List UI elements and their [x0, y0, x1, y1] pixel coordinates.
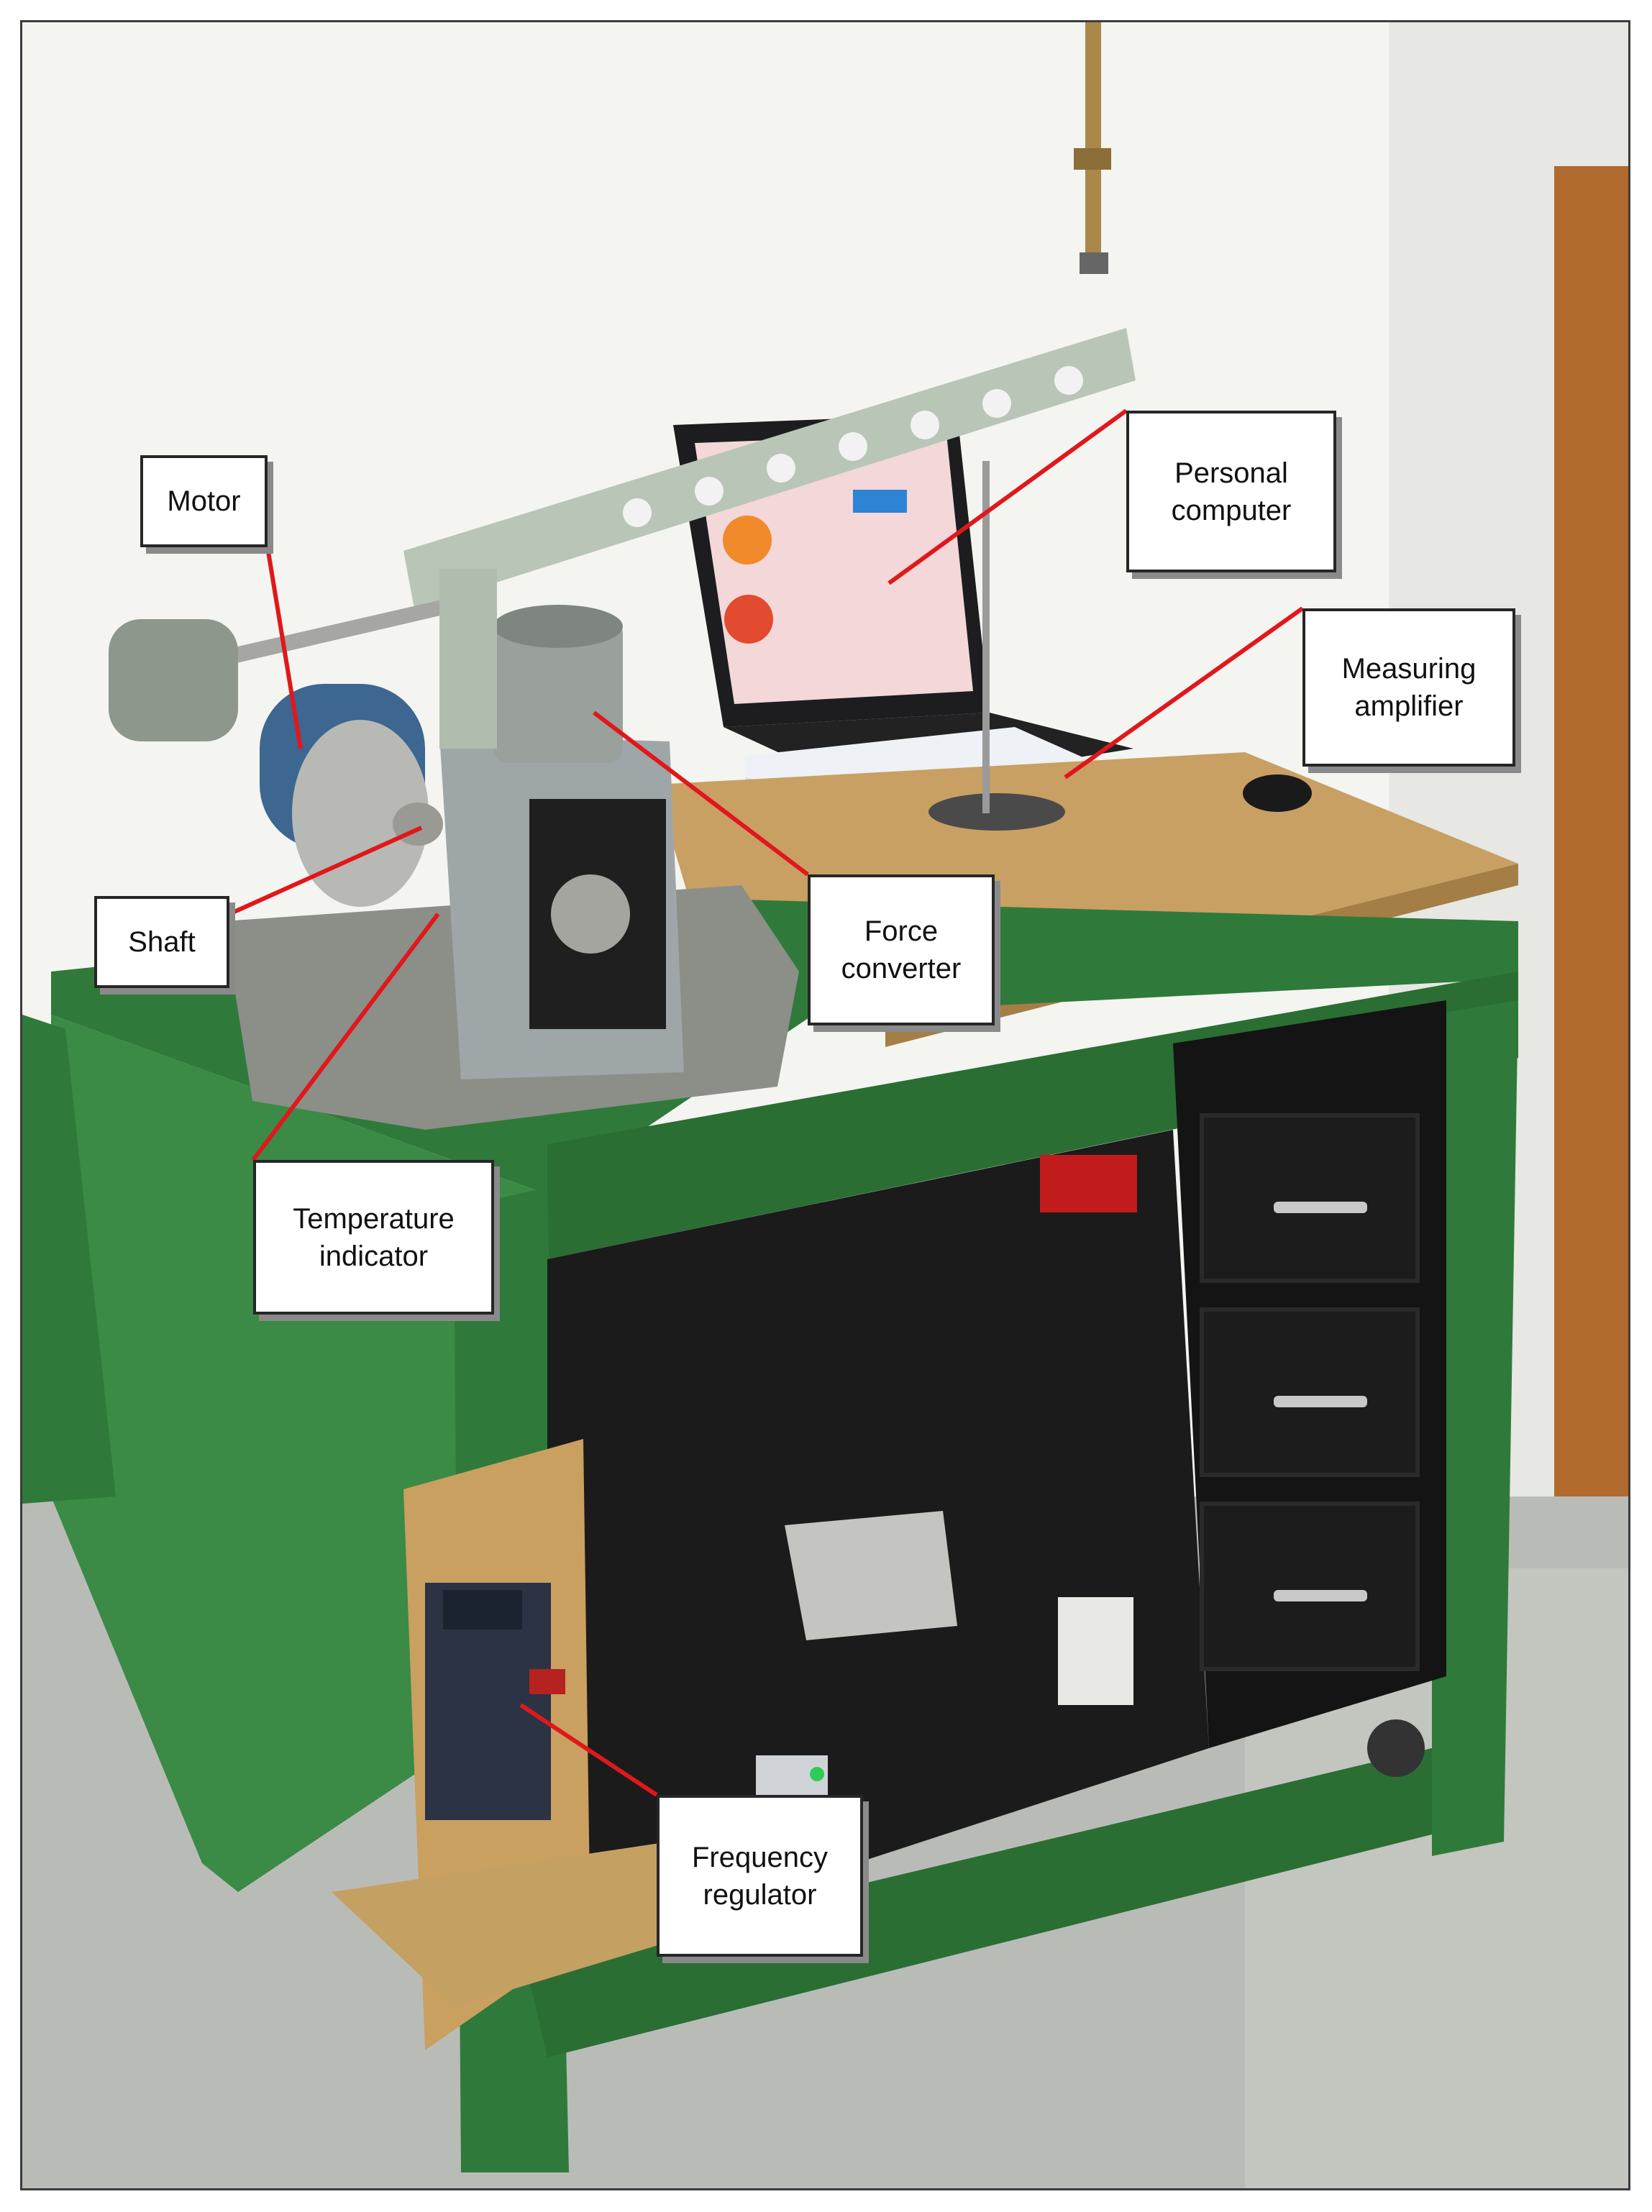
cart-left-frame [22, 1015, 116, 1504]
screen-gauge-2 [724, 595, 773, 644]
white-box [1058, 1597, 1133, 1705]
regulator-base [332, 1842, 691, 2007]
drawer-handle-3 [1274, 1590, 1367, 1601]
beam-hole [623, 498, 652, 527]
cylinder-top [493, 605, 623, 648]
screen-bar [853, 490, 907, 513]
pipe-clamp [1074, 148, 1111, 170]
motor-label-text: Motor [167, 485, 241, 517]
temperature-indicator-label: Temperature indicator [253, 1160, 494, 1315]
lever-post [439, 569, 497, 749]
regulator-fan [443, 1590, 522, 1630]
beam-hole [767, 454, 795, 483]
power-supply [785, 1511, 957, 1640]
regulator-display [529, 1669, 565, 1694]
stand-rod [982, 461, 990, 813]
drawer-handle-2 [1274, 1396, 1367, 1407]
temperature-indicator-label-text: Temperature indicator [293, 1202, 455, 1272]
wall-pipe [1085, 22, 1101, 260]
motor-label: Motor [140, 455, 268, 547]
cart-bottom-rail [526, 1748, 1432, 2057]
drawer-2 [1200, 1307, 1420, 1477]
motor-flange [292, 720, 429, 907]
frequency-regulator-label-text: Frequency regulator [692, 1841, 828, 1911]
force-converter-label-text: Force converter [841, 915, 962, 984]
force-converter-leader-line [593, 710, 809, 877]
pipe-bracket [1080, 252, 1108, 274]
leader-lines [228, 408, 1304, 1797]
drawer-3 [1200, 1502, 1420, 1671]
caster-wheel [1367, 1719, 1425, 1777]
personal-computer-label: Personal computer [1126, 411, 1336, 572]
housing-bearing [551, 874, 630, 954]
beam-hole [1054, 366, 1083, 395]
personal-computer-leader-line [887, 408, 1128, 585]
measuring-amplifier-label: Measuring amplifier [1302, 608, 1515, 767]
red-connector [1040, 1155, 1137, 1212]
drawer-1 [1200, 1113, 1420, 1283]
stand-base [928, 793, 1065, 831]
counterweight [109, 619, 238, 741]
beam-hole [695, 477, 724, 506]
frequency-regulator-leader-line [519, 1703, 658, 1797]
measuring-amplifier-label-text: Measuring amplifier [1341, 653, 1477, 722]
cart-front-leg-right [1432, 1000, 1518, 1856]
shaft-label: Shaft [94, 896, 229, 988]
door-frame [1554, 166, 1628, 1532]
drawer-handle-1 [1274, 1202, 1367, 1213]
beam-hole [839, 432, 867, 461]
photo-frame: Motor Personal computer Measuring amplif… [20, 20, 1630, 2190]
shaft-leader-line [228, 826, 423, 916]
usb-led [810, 1767, 824, 1781]
shaft-label-text: Shaft [128, 926, 196, 958]
beam-hole [911, 411, 939, 439]
measuring-amplifier-leader-line [1064, 606, 1304, 780]
screen-gauge-1 [723, 516, 772, 565]
temperature-indicator-leader-line [251, 913, 440, 1161]
force-converter-cylinder [493, 619, 623, 763]
mouse [1243, 774, 1312, 812]
personal-computer-label-text: Personal computer [1171, 457, 1292, 526]
frequency-regulator-label: Frequency regulator [657, 1795, 863, 1957]
beam-hole [982, 389, 1011, 418]
force-converter-label: Force converter [808, 874, 995, 1025]
motor-leader-line [265, 547, 303, 749]
